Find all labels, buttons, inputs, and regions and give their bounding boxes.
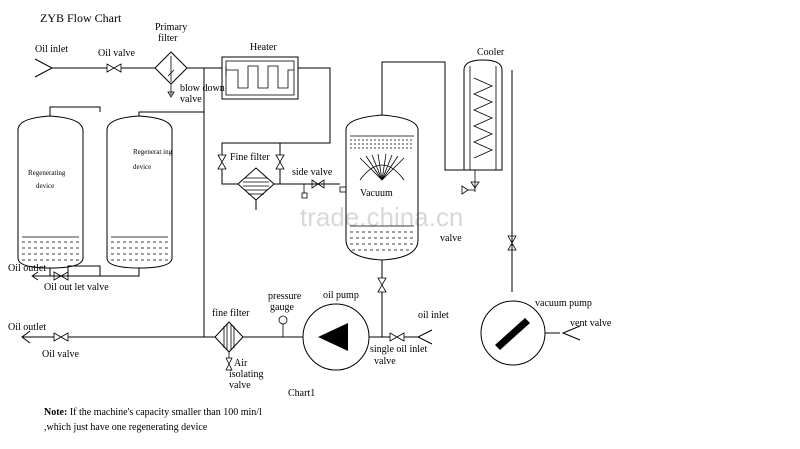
air-isolating-label-3: valve — [229, 380, 251, 391]
vent-valve-label: vent valve — [570, 318, 612, 329]
fine-filter-right-valve-icon — [275, 154, 285, 170]
top-inlet-line — [34, 58, 155, 78]
fine-filter-bottom-icon — [214, 321, 244, 353]
note-line-1: Note: If the machine's capacity smaller … — [44, 407, 262, 418]
side-valve-label: side valve — [292, 167, 333, 178]
valve-right-label: valve — [440, 233, 462, 244]
single-oil-inlet-label-2: valve — [374, 356, 396, 367]
fine-filter-top-icon — [237, 167, 275, 201]
oil-pump-icon — [302, 303, 370, 371]
vacuum-bottom-valve-icon — [377, 277, 387, 293]
regen-left-label-1: Regenerating — [28, 169, 66, 177]
regen-left-label-2: device — [36, 182, 54, 190]
note-label: Note: — [44, 407, 67, 418]
bottom-oil-inlet-label: oil inlet — [418, 310, 449, 321]
top-oil-valve-icon — [106, 63, 122, 73]
fine-filter-left-valve-icon — [217, 154, 227, 170]
cooler-line-valve-icon — [507, 235, 517, 251]
cooler-label: Cooler — [477, 47, 505, 58]
bottom-oil-valve-label: Oil valve — [42, 349, 79, 360]
tank-oil-outlet-valve-label: Oil out let valve — [44, 282, 109, 293]
blow-down-label-1: blow down — [180, 83, 225, 94]
vacuum-tank-icon — [345, 114, 419, 261]
note-line-2: ,which just have one regenerating device — [44, 422, 208, 433]
vacuum-label: Vacuum — [360, 188, 393, 199]
tank-oil-outlet-label: Oil outlet — [8, 263, 46, 274]
air-isolating-label-1: Air — [234, 358, 248, 369]
pressure-gauge-label-1: pressure — [268, 291, 302, 302]
tank-oil-outlet-valve-icon — [31, 271, 69, 281]
single-oil-inlet-label-1: single oil inlet — [370, 344, 427, 355]
blow-down-label-2: valve — [180, 94, 202, 105]
fine-filter-bottom-label: fine filter — [212, 308, 250, 319]
diagram-title: ZYB Flow Chart — [40, 11, 122, 25]
chart1-label: Chart1 — [288, 388, 315, 399]
note-text-1: If the machine's capacity smaller than 1… — [67, 407, 262, 418]
bottom-oil-outlet-label: Oil outlet — [8, 322, 46, 333]
side-valve-icon — [301, 179, 325, 199]
fine-filter-top-label: Fine filter — [230, 152, 270, 163]
cooler-bottom-valve-icon — [461, 170, 480, 195]
primary-filter-icon — [154, 51, 188, 85]
heater-label: Heater — [250, 42, 277, 53]
air-isolating-valve-icon — [225, 352, 233, 371]
primary-filter-label-1: Primary — [155, 22, 187, 33]
regenerating-device-left-icon — [17, 115, 84, 269]
vacuum-sight-icon — [339, 186, 347, 193]
regen-right-label-1: Regenerat ing — [133, 148, 173, 156]
regen-right-label-2: device — [133, 163, 151, 171]
pressure-gauge-icon — [278, 315, 288, 337]
regenerating-device-right-icon — [106, 115, 173, 269]
top-oil-valve-label: Oil valve — [98, 48, 135, 59]
pressure-gauge-label-2: gauge — [270, 302, 294, 313]
single-oil-inlet-valve-icon — [389, 332, 405, 342]
oil-pump-label: oil pump — [323, 290, 359, 301]
bottom-oil-valve-icon — [53, 332, 69, 342]
blow-down-valve-icon — [167, 84, 175, 98]
primary-filter-label-2: filter — [158, 33, 178, 44]
heater-icon — [221, 56, 299, 100]
vacuum-pump-icon — [480, 300, 546, 366]
cooler-icon — [463, 59, 503, 171]
watermark-text: trade.china.cn — [300, 202, 463, 232]
vacuum-pump-label: vacuum pump — [535, 298, 592, 309]
air-isolating-label-2: isolating — [229, 369, 263, 380]
top-oil-inlet-label: Oil inlet — [35, 44, 68, 55]
